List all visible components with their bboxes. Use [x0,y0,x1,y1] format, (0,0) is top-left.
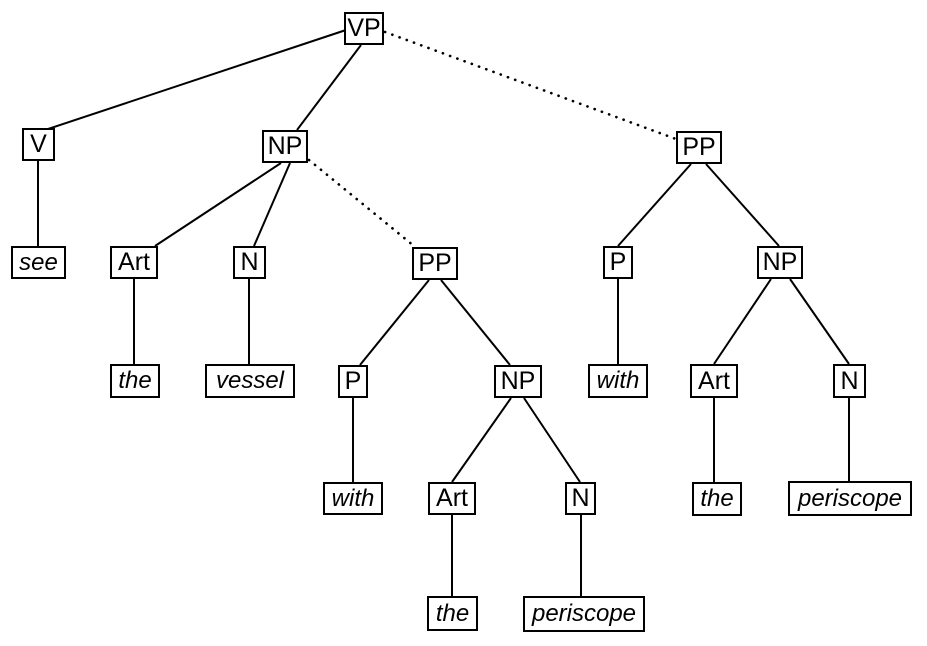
tree-node-label: PP [418,249,452,277]
tree-node-label: the [435,599,470,627]
tree-edge-vp-to-np1 [296,44,362,131]
tree-node-n1[interactable]: N [233,246,266,279]
tree-node-label: NP [267,132,303,160]
tree-edge-pp_mid-to-np_mid [440,279,511,366]
tree-node-vessel[interactable]: vessel [205,364,295,398]
tree-node-label: PP [682,133,716,161]
tree-edge-np1-to-n1 [253,162,291,247]
tree-edge-np1-to-pp_mid [307,158,416,248]
tree-node-v[interactable]: V [22,128,55,161]
tree-node-label: VP [347,14,381,42]
tree-node-label: the [118,367,152,394]
tree-edge-np_mid-to-n_m [523,397,581,483]
tree-node-with_r[interactable]: with [588,364,648,398]
tree-edge-pp_mid-to-p_mid [359,279,430,366]
tree-node-np1[interactable]: NP [262,130,308,163]
tree-node-see[interactable]: see [11,246,66,279]
tree-node-label: with [596,367,640,394]
tree-node-label: V [30,130,47,158]
tree-edge-pp_right-to-p_right [617,163,692,247]
tree-node-label: N [571,484,590,512]
tree-node-label: the [700,485,734,512]
tree-node-p_right[interactable]: P [603,246,633,279]
tree-node-n_r[interactable]: N [833,364,866,398]
tree-node-label: periscope [797,484,903,512]
tree-node-pp_mid[interactable]: PP [412,247,458,280]
tree-edge-pp_right-to-np_right [705,163,780,247]
tree-node-art_m[interactable]: Art [428,482,476,515]
tree-node-with_m[interactable]: with [323,482,383,515]
tree-node-label: Art [118,248,150,276]
tree-node-the_r[interactable]: the [692,482,742,516]
tree-node-label: NP [762,248,798,276]
tree-node-np_mid[interactable]: NP [494,365,542,398]
tree-node-label: P [609,248,627,276]
tree-node-np_right[interactable]: NP [757,246,803,279]
tree-edge-np_right-to-art_r [713,278,772,365]
tree-node-label: vessel [215,367,285,394]
tree-node-label: NP [500,367,536,395]
tree-node-label: N [240,248,259,276]
tree-node-label: P [344,367,362,395]
tree-node-label: N [840,366,859,395]
tree-edge-vp-to-v [44,29,347,131]
tree-node-periscope_m[interactable]: periscope [523,596,645,632]
tree-node-art_r[interactable]: Art [690,364,738,398]
tree-node-label: Art [436,484,468,512]
tree-edge-np_right-to-n_r [789,278,850,365]
tree-node-the1[interactable]: the [110,364,160,398]
tree-node-label: with [331,484,375,512]
tree-node-label: see [19,248,58,276]
tree-node-vp[interactable]: VP [344,12,384,45]
tree-node-periscope_r[interactable]: periscope [788,481,912,516]
tree-edge-np_mid-to-art_m [451,397,512,483]
tree-node-label: Art [698,366,730,395]
tree-edge-np1-to-art1 [154,162,282,247]
tree-node-pp_right[interactable]: PP [676,131,722,164]
tree-node-art1[interactable]: Art [110,246,158,279]
tree-node-p_mid[interactable]: P [338,365,368,398]
tree-edge-vp-to-pp_right [383,30,678,141]
tree-node-the_m[interactable]: the [427,596,478,631]
tree-node-label: periscope [531,600,637,627]
tree-node-n_m[interactable]: N [565,482,596,515]
